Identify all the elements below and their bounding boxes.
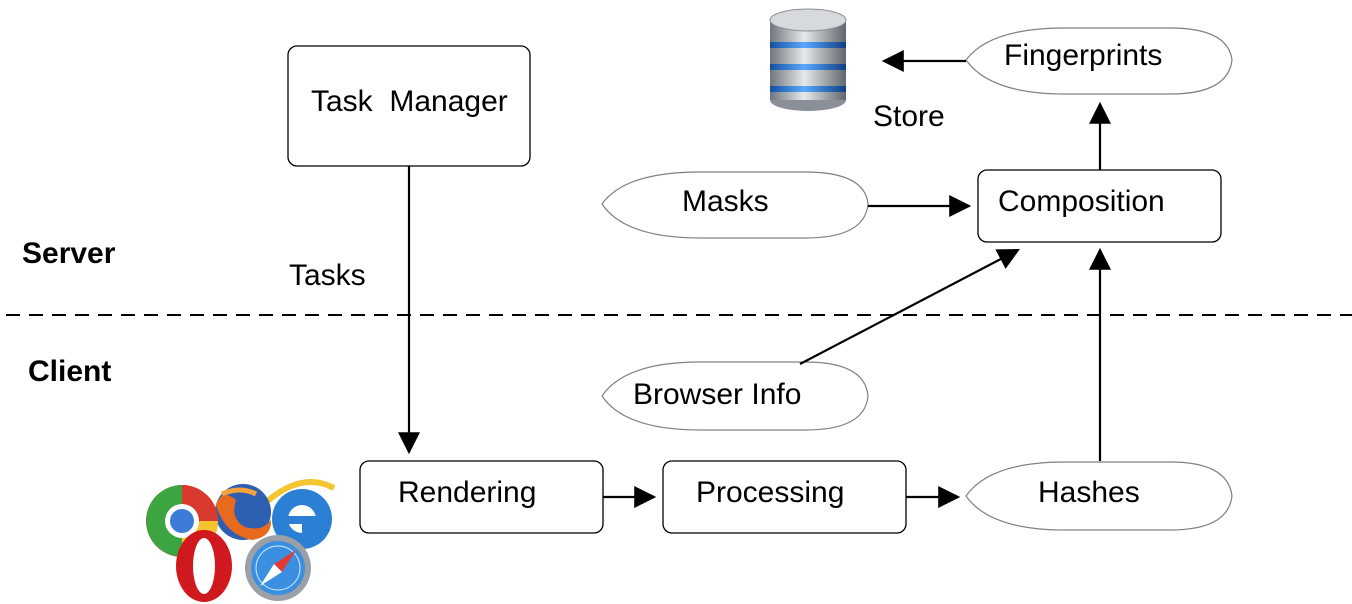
database-icon — [769, 8, 847, 111]
composition-node: Composition — [977, 169, 1222, 243]
browser-info-to-composition-edge — [799, 248, 1020, 365]
tasks-edge-label: Tasks — [289, 259, 366, 292]
fingerprints-label: Fingerprints — [1004, 39, 1162, 72]
opera-logo-icon — [176, 530, 232, 602]
ie-logo-icon — [259, 479, 336, 549]
masks-label: Masks — [682, 185, 769, 218]
fingerprints-node: Fingerprints — [965, 27, 1233, 95]
server-zone-label: Server — [22, 237, 116, 270]
composition-label: Composition — [998, 185, 1165, 218]
browser-info-node: Browser Info — [601, 361, 869, 431]
store-label: Store — [873, 100, 945, 133]
rendering-label: Rendering — [398, 476, 536, 509]
browser-logos-icon — [146, 479, 336, 602]
browser-info-label: Browser Info — [633, 378, 801, 411]
processing-label: Processing — [696, 476, 844, 509]
task-manager-node: Task Manager — [287, 45, 531, 167]
processing-node: Processing — [662, 460, 907, 534]
masks-node: Masks — [601, 171, 869, 239]
task-manager-label: Task Manager — [311, 85, 508, 118]
firefox-logo-icon — [215, 484, 272, 540]
rendering-node: Rendering — [359, 460, 604, 534]
hashes-node: Hashes — [965, 461, 1233, 531]
hashes-label: Hashes — [1038, 476, 1140, 509]
safari-logo-icon — [245, 535, 311, 601]
client-zone-label: Client — [28, 355, 111, 388]
